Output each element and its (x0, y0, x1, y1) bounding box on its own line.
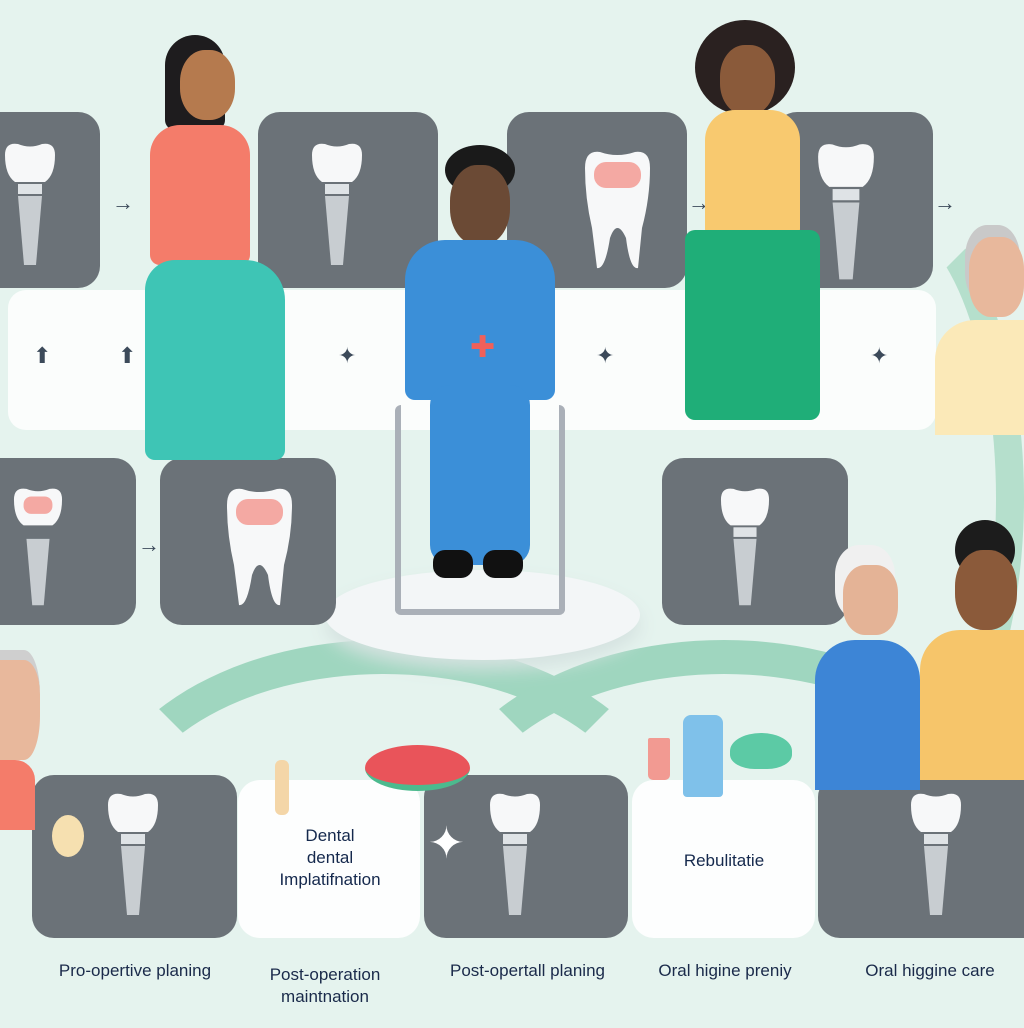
implant-tooth-icon (13, 488, 63, 606)
arrow-right-icon: → (138, 532, 160, 557)
panel-bottom-implant (238, 780, 420, 938)
implant-text: Dental dental Implatifnation (250, 825, 410, 891)
arrow-right-icon: → (112, 190, 134, 215)
arrow-up-icon: ⬆ (118, 343, 137, 368)
implant-tooth-icon (312, 143, 362, 265)
lips-icon (365, 745, 470, 791)
arrow-right-icon: → (688, 190, 710, 215)
implant-line-1: Dental (305, 826, 355, 845)
person-dentist (815, 545, 925, 790)
cup-icon (648, 738, 670, 780)
mouthwash-bottle-icon (683, 715, 723, 797)
step-label-2: Post-operation maintnation (269, 965, 381, 1006)
person-elderly-left (0, 650, 45, 830)
sparkle-icon: ✦ (870, 343, 889, 368)
molar-tooth-icon (585, 151, 650, 269)
molar-tooth-icon (227, 488, 292, 606)
person-woman-right (680, 20, 840, 450)
step-label-1: Pro-opertive planing (58, 961, 212, 980)
sparkle-icon: ✦ (338, 343, 357, 368)
rehab-text: Rebulitatie (683, 851, 765, 870)
platform (325, 570, 640, 660)
implant-tooth-icon (818, 144, 874, 280)
step-label-5: Oral higgine care (865, 961, 995, 980)
implant-tooth-icon (108, 793, 158, 915)
step-label-4: Oral higine preniy (658, 961, 792, 980)
implant-tooth-icon (490, 793, 540, 915)
person-elderly-right (935, 225, 1024, 505)
panel-top-1 (0, 112, 100, 288)
chair (395, 405, 565, 615)
person-patient-right (915, 520, 1024, 790)
arrow-right-icon: → (934, 190, 956, 215)
implant-tooth-icon (720, 488, 770, 606)
person-patient-center: ✚ (395, 145, 565, 615)
implant-tooth-icon (5, 143, 55, 265)
sparkle-icon: ✦ (596, 343, 615, 368)
syringe-icon (275, 760, 289, 815)
step-label-3: Post-opertall planing (450, 961, 605, 980)
arrow-up-icon: ⬆ (33, 343, 52, 368)
sparkle-icon: ✦ (428, 819, 465, 868)
mouthguard-icon (730, 733, 792, 769)
panel-bottom-rehab (632, 780, 815, 938)
implant-line-2: dental (306, 848, 354, 867)
pill-icon (52, 815, 84, 857)
implant-line-3: Implatifnation (279, 870, 381, 889)
implant-tooth-icon (911, 793, 961, 915)
person-woman-left (140, 30, 300, 460)
panel-mid-1 (0, 458, 136, 625)
